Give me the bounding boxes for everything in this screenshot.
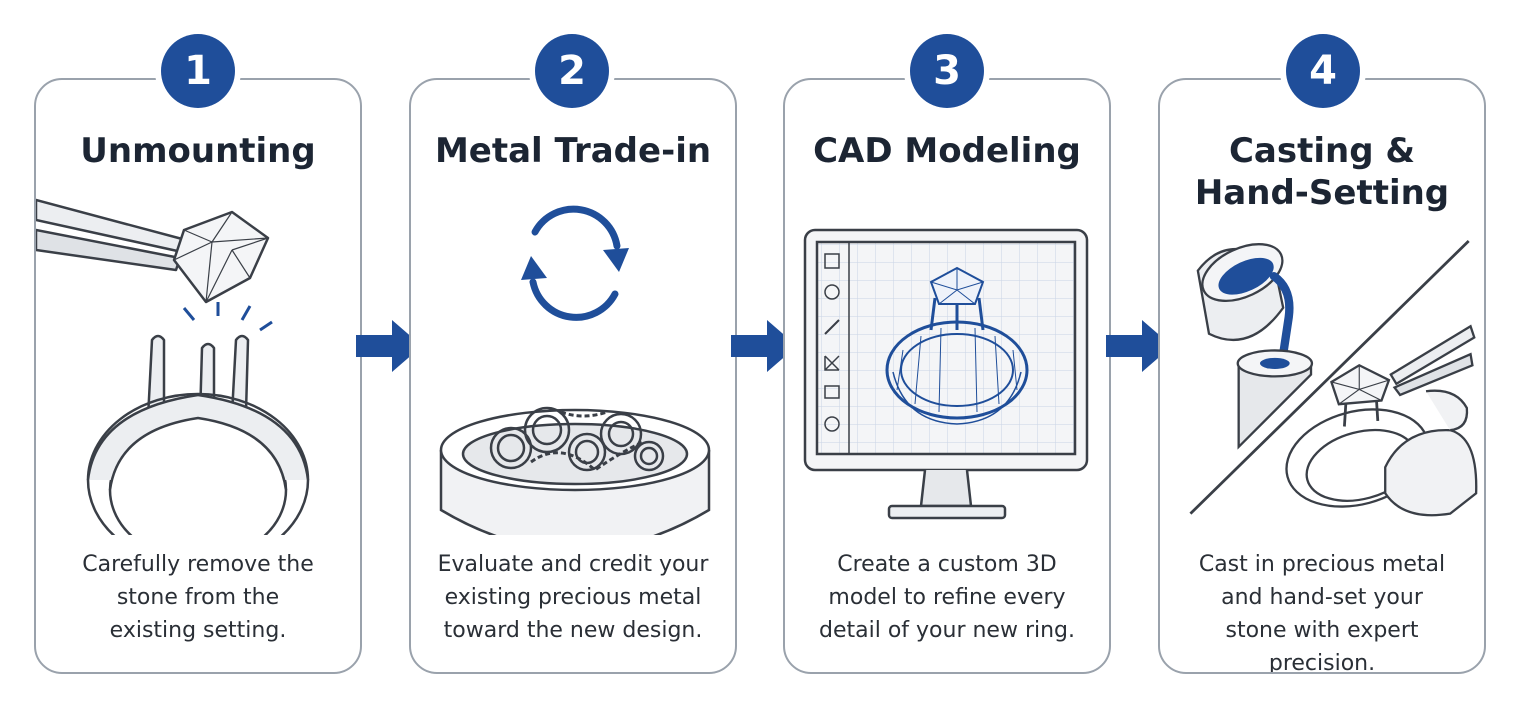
step-2-badge: 2 [535, 34, 609, 108]
step-description: Create a custom 3D model to refine every… [819, 552, 1076, 643]
flow-arrow-1-icon [356, 320, 422, 372]
step-title: Metal Trade-in [434, 131, 712, 171]
step-title: Casting & Hand-Setting [1160, 130, 1484, 214]
casting-hand-setting-illustration [1189, 239, 1478, 517]
step-card-metal-trade-in: Metal Trade-in Evaluate and credit your … [409, 78, 737, 674]
unmounting-illustration [36, 198, 310, 535]
step-3-badge: 3 [910, 34, 984, 108]
step-card-casting-hand-setting: Casting & Hand-Setting [1158, 78, 1486, 674]
step-title-line-1: Casting & [1228, 131, 1416, 171]
step-title: CAD Modeling [813, 131, 1081, 171]
step-title: Unmounting [80, 131, 316, 171]
step-4-badge: 4 [1286, 34, 1360, 108]
metal-trade-in-illustration [439, 205, 711, 535]
cad-modeling-illustration [803, 228, 1089, 520]
step-card-unmounting: Unmounting Carefully remove the stone fr… [34, 78, 362, 674]
step-card-cad-modeling: CAD Modeling [783, 78, 1111, 674]
step-description: Evaluate and credit your existing precio… [437, 552, 709, 643]
flow-arrow-2-icon [731, 320, 797, 372]
step-description: Carefully remove the stone from the exis… [82, 552, 314, 643]
flow-arrow-3-icon [1106, 320, 1172, 372]
step-title-line-2: Hand-Setting [1194, 173, 1450, 213]
refresh-icon [529, 205, 621, 321]
step-description: Cast in precious metal and hand-set your… [1198, 552, 1446, 674]
step-1-badge: 1 [161, 34, 235, 108]
